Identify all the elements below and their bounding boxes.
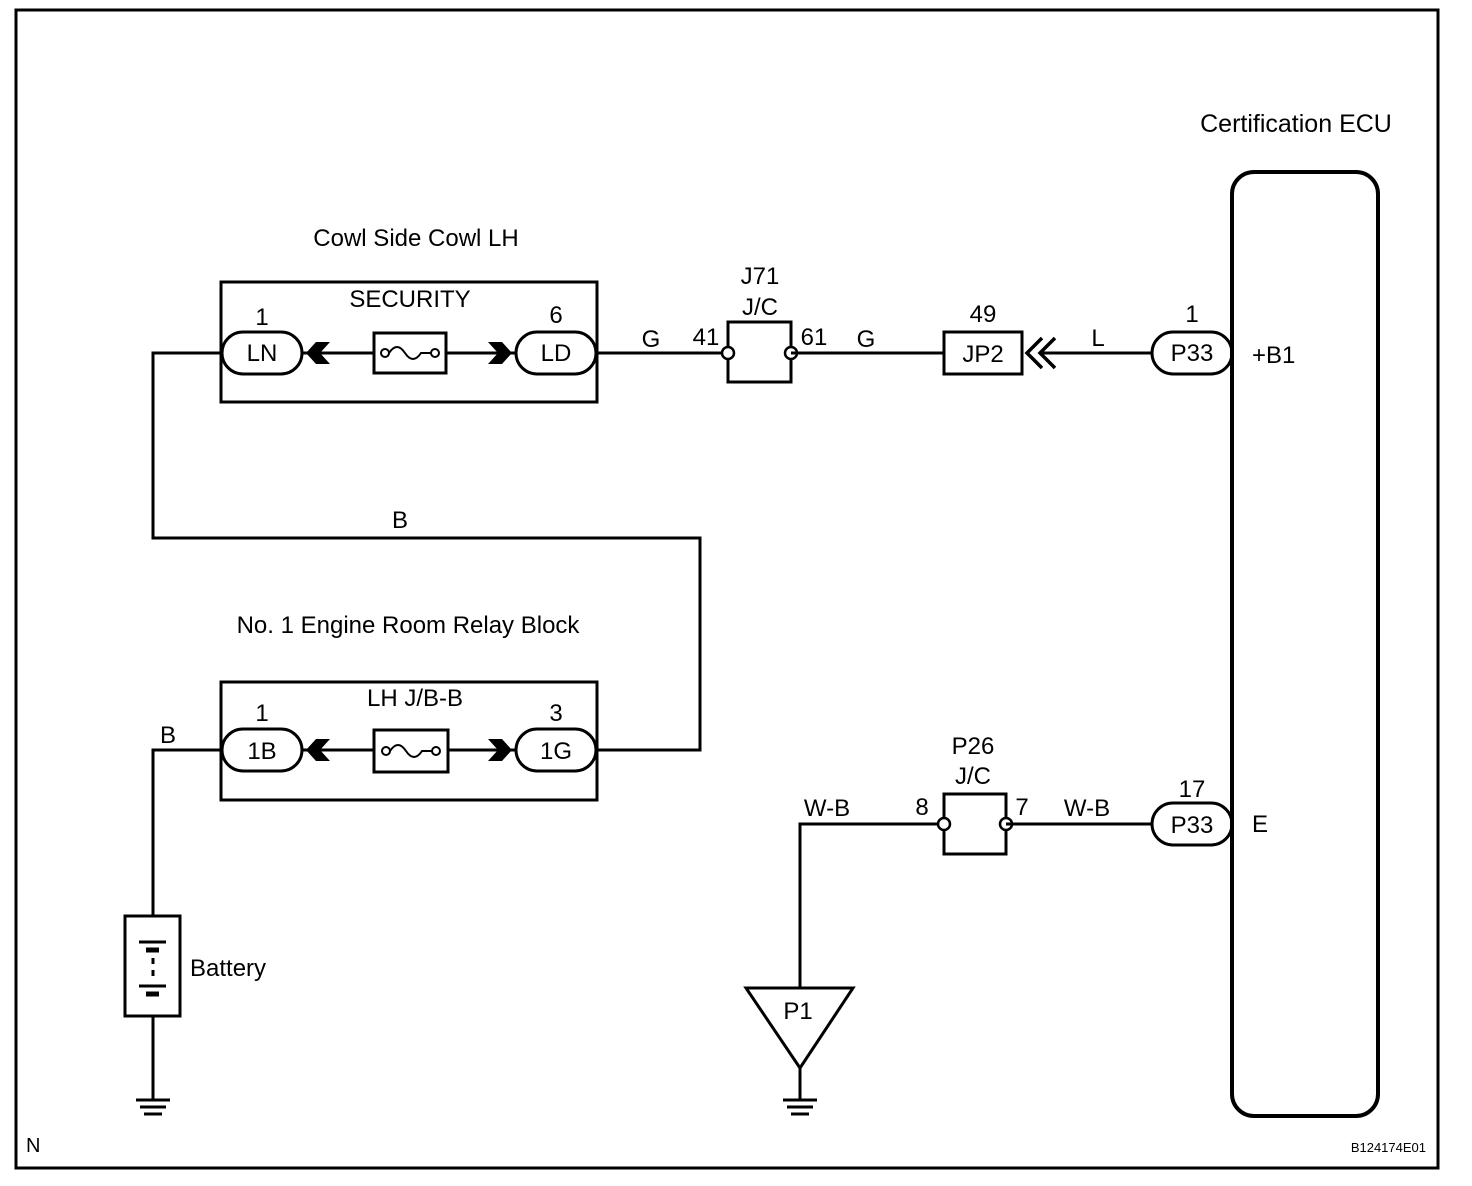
wire-wb2-label: W-B (1064, 795, 1110, 822)
connector-p33-top (1150, 330, 1234, 376)
p26-type: J/C (955, 763, 991, 790)
wire-g1-label: G (642, 326, 661, 353)
wire-wb-p1-p26 (798, 822, 944, 988)
cowl-left-pin: 1 (255, 304, 268, 331)
wire-g2-label: G (857, 326, 876, 353)
battery-label: Battery (190, 955, 266, 982)
relay-block-title: No. 1 Engine Room Relay Block (237, 612, 581, 639)
relay-junction-box (219, 680, 599, 802)
j71-type: J/C (742, 294, 778, 321)
wire-b-ln-1g (151, 351, 702, 752)
relay-right-arrow-icon (488, 739, 512, 761)
relay-left-arrow-icon (306, 739, 330, 761)
connector-p33-bottom (1150, 801, 1234, 847)
p33-top-label: P33 (1171, 340, 1214, 367)
relay-left-pin: 1 (255, 700, 268, 727)
connector-1g-label: 1G (540, 738, 572, 765)
battery-ground-icon (136, 1098, 170, 1116)
jp2-connector (942, 330, 1024, 376)
wire-l-label: L (1091, 325, 1104, 352)
p26-pin-out: 7 (1015, 794, 1028, 821)
cowl-title: Cowl Side Cowl LH (313, 225, 518, 252)
relay-right-pin: 3 (549, 700, 562, 727)
jp2-label: JP2 (962, 341, 1003, 368)
p26-pin-in: 8 (915, 794, 928, 821)
p26-junction-connector (942, 792, 1008, 856)
ecu-title: Certification ECU (1200, 110, 1392, 138)
j71-pin-out: 61 (801, 324, 828, 351)
p1-ground-icon (783, 1098, 817, 1116)
ground-point-p1-label: P1 (783, 998, 812, 1025)
cowl-junction-box (219, 280, 599, 404)
j71-name: J71 (741, 263, 780, 290)
figure-id: B124174E01 (1351, 1140, 1426, 1155)
p33-bottom-label: P33 (1171, 812, 1214, 839)
certification-ecu-box (1230, 170, 1380, 1118)
connector-ld-label: LD (541, 340, 572, 367)
j71-pin-in: 41 (693, 324, 720, 351)
connector-ln-label: LN (247, 340, 278, 367)
j71-junction-connector (726, 320, 793, 384)
cowl-fuse-name: SECURITY (349, 286, 470, 313)
corner-n-label: N (26, 1135, 40, 1157)
ground-point-p1-icon (743, 986, 856, 1071)
cowl-right-pin: 6 (549, 302, 562, 329)
wire-b-mid-label: B (392, 507, 408, 534)
wire-b-left-label: B (160, 722, 176, 749)
cowl-right-arrow-icon (488, 342, 512, 364)
p33-top-pin: 1 (1185, 301, 1198, 328)
ecu-terminal-b1: +B1 (1252, 342, 1295, 369)
connector-1b-label: 1B (247, 738, 276, 765)
p33-bottom-pin: 17 (1179, 776, 1206, 803)
cowl-left-arrow-icon (306, 342, 330, 364)
jp2-pin: 49 (970, 301, 997, 328)
diagram-frame (14, 8, 1440, 1170)
p26-name: P26 (952, 733, 995, 760)
relay-fuse-name: LH J/B-B (367, 685, 463, 712)
wire-wb1-label: W-B (804, 795, 850, 822)
battery-icon (123, 914, 182, 1018)
wire-b-1b-battery (151, 748, 222, 916)
ecu-terminal-e: E (1252, 811, 1268, 838)
